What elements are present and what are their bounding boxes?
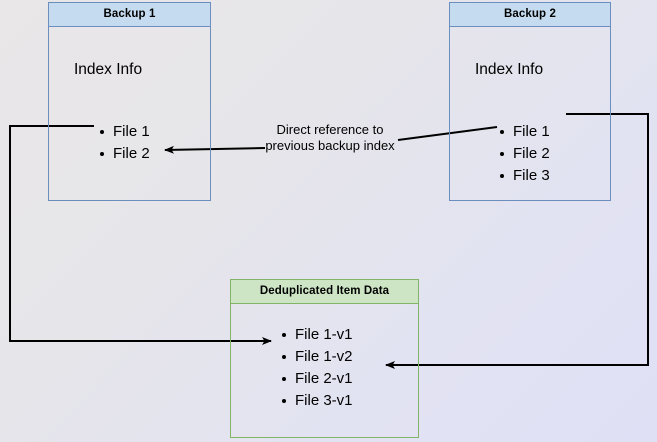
node-deduplicated-item-data[interactable]: Deduplicated Item Data File 1-v1 File 1-… xyxy=(230,279,419,438)
edge-label-line-2: previous backup index xyxy=(265,138,395,153)
list-item[interactable]: File 1-v2 xyxy=(281,346,353,368)
list-item[interactable]: File 1-v1 xyxy=(281,324,353,346)
node-dedup-header: Deduplicated Item Data xyxy=(231,280,418,304)
list-item[interactable]: File 2 xyxy=(99,143,150,165)
node-backup-2-header: Backup 2 xyxy=(450,3,610,27)
edge-label-direct-reference: Direct reference to previous backup inde… xyxy=(248,122,412,154)
list-item[interactable]: File 3 xyxy=(499,165,550,187)
list-item[interactable]: File 3-v1 xyxy=(281,390,353,412)
node-backup-1-header: Backup 1 xyxy=(49,3,210,27)
node-backup-2[interactable]: Backup 2 Index Info File 1 File 2 File 3 xyxy=(449,2,611,201)
node-dedup-body: File 1-v1 File 1-v2 File 2-v1 File 3-v1 xyxy=(231,304,418,438)
node-backup-1-file-list: File 1 File 2 xyxy=(99,121,150,165)
edge-label-line-1: Direct reference to xyxy=(276,122,384,137)
list-item[interactable]: File 1 xyxy=(499,121,550,143)
node-backup-2-body: Index Info File 1 File 2 File 3 xyxy=(450,27,610,201)
node-backup-1-title: Index Info xyxy=(74,61,143,78)
list-item[interactable]: File 2-v1 xyxy=(281,368,353,390)
node-backup-2-file-list: File 1 File 2 File 3 xyxy=(499,121,550,187)
node-dedup-file-list: File 1-v1 File 1-v2 File 2-v1 File 3-v1 xyxy=(281,324,353,412)
list-item[interactable]: File 1 xyxy=(99,121,150,143)
node-backup-1-body: Index Info File 1 File 2 xyxy=(49,27,210,201)
node-backup-1[interactable]: Backup 1 Index Info File 1 File 2 xyxy=(48,2,211,201)
node-backup-2-title: Index Info xyxy=(475,61,544,78)
list-item[interactable]: File 2 xyxy=(499,143,550,165)
